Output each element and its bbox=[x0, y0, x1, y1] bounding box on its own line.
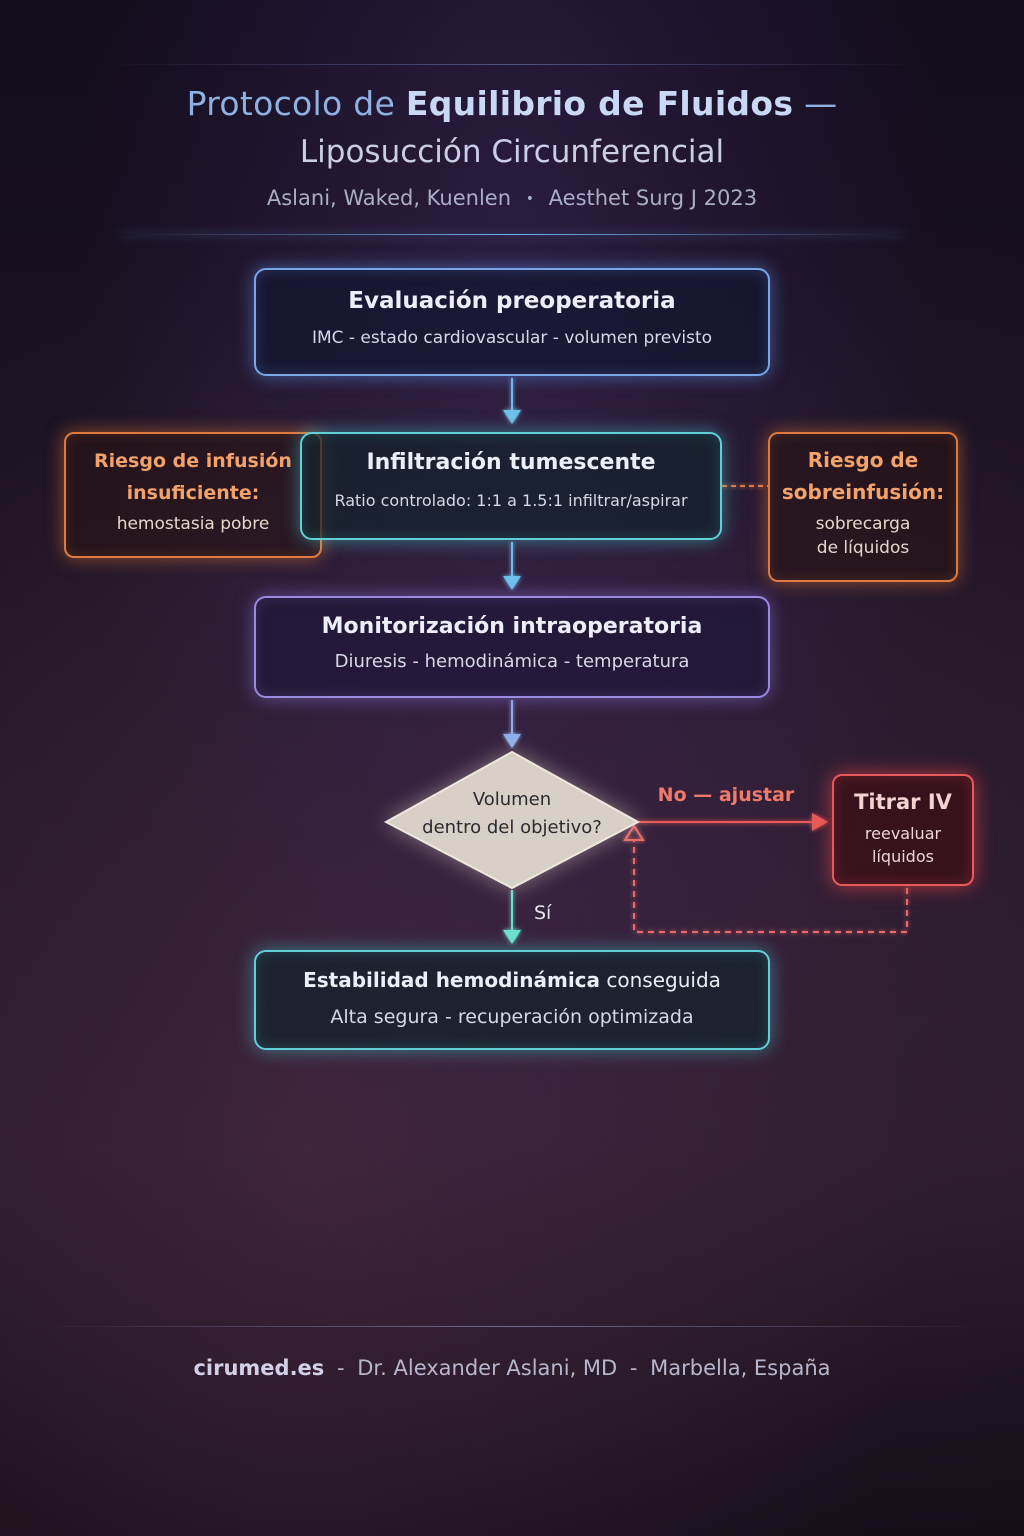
node-detail: Ratio controlado: 1:1 a 1.5:1 infiltrar/… bbox=[334, 491, 688, 510]
decision-line1: Volumen bbox=[472, 789, 552, 810]
risk-detail-line1: sobrecarga bbox=[815, 514, 911, 534]
footer-doctor: Dr. Alexander Aslani, MD bbox=[357, 1356, 618, 1380]
decision-diamond bbox=[383, 750, 641, 890]
edge-titrate-feedback bbox=[633, 840, 908, 933]
risk-under-infusion: Riesgo de infusión insuficiente: hemosta… bbox=[64, 432, 322, 558]
footer-sep2: - bbox=[629, 1356, 638, 1380]
arrowhead-infiltration bbox=[503, 410, 521, 424]
risk-title-line2: sobreinfusión: bbox=[781, 480, 945, 504]
risk-over-infusion: Riesgo de sobreinfusión: sobrecarga de l… bbox=[768, 432, 958, 582]
footer-location: Marbella, España bbox=[650, 1356, 831, 1380]
node-title: Infiltración tumescente bbox=[366, 450, 656, 475]
footer-divider bbox=[30, 1326, 994, 1327]
node-preop-evaluation: Evaluación preoperatoria IMC - estado ca… bbox=[254, 268, 770, 376]
byline-separator: • bbox=[525, 191, 534, 207]
decision-label: Volumen dentro del objetivo? bbox=[400, 786, 624, 842]
arrowhead-monitoring bbox=[503, 576, 521, 590]
node-hemodynamic-stability: Estabilidad hemodinámica conseguida Alta… bbox=[254, 950, 770, 1050]
risk-detail: hemostasia pobre bbox=[116, 514, 270, 534]
node-title: Monitorización intraoperatoria bbox=[321, 614, 703, 639]
node-detail: Alta segura - recuperación optimizada bbox=[330, 1006, 694, 1028]
edge-label-yes: Sí bbox=[534, 902, 552, 924]
footer-sep1: - bbox=[337, 1356, 345, 1380]
page-title: Protocolo de Equilibrio de Fluidos — bbox=[0, 84, 1024, 123]
node-detail: Diuresis - hemodinámica - temperatura bbox=[334, 651, 690, 672]
arrowhead-feedback bbox=[623, 824, 645, 841]
node-titrate-iv: Titrar IV reevaluar líquidos bbox=[832, 774, 974, 886]
node-title: Titrar IV bbox=[854, 790, 952, 814]
node-title-bold: Estabilidad hemodinámica bbox=[303, 968, 601, 992]
title-prefix: Protocolo de bbox=[186, 84, 396, 123]
page-subtitle: Liposucción Circunferencial bbox=[299, 134, 725, 170]
risk-title-line1: Riesgo de infusión bbox=[94, 450, 292, 472]
authors: Aslani, Waked, Kuenlen bbox=[266, 186, 512, 210]
title-divider bbox=[120, 234, 904, 235]
footer: cirumed.es - Dr. Alexander Aslani, MD - … bbox=[0, 1356, 1024, 1380]
node-detail: IMC - estado cardiovascular - volumen pr… bbox=[311, 328, 713, 348]
node-title: Estabilidad hemodinámica conseguida bbox=[256, 968, 768, 992]
risk-title-line2: insuficiente: bbox=[126, 482, 260, 504]
node-intraop-monitoring: Monitorización intraoperatoria Diuresis … bbox=[254, 596, 770, 698]
node-tumescent-infiltration: Infiltración tumescente Ratio controlado… bbox=[300, 432, 722, 540]
node-detail-line2: líquidos bbox=[872, 847, 934, 866]
node-detail-line1: reevaluar bbox=[864, 824, 942, 843]
title-dash: — bbox=[804, 84, 838, 123]
byline: Aslani, Waked, Kuenlen • Aesthet Surg J … bbox=[0, 186, 1024, 210]
risk-detail-line2: de líquidos bbox=[816, 538, 910, 558]
node-title-rest: conseguida bbox=[606, 968, 721, 992]
title-bold: Equilibrio de Fluidos bbox=[405, 84, 794, 123]
decision-line2: dentro del objetivo? bbox=[422, 817, 602, 838]
arrowhead-decision bbox=[503, 734, 521, 748]
risk-title-line1: Riesgo de bbox=[807, 448, 919, 472]
footer-site: cirumed.es bbox=[193, 1356, 325, 1380]
arrowhead-stability bbox=[503, 930, 521, 944]
journal: Aesthet Surg J 2023 bbox=[548, 186, 758, 210]
node-title: Evaluación preoperatoria bbox=[348, 288, 676, 314]
arrowhead-titrate bbox=[812, 813, 828, 831]
top-divider bbox=[100, 64, 924, 65]
edge-label-no: No — ajustar bbox=[657, 784, 795, 806]
